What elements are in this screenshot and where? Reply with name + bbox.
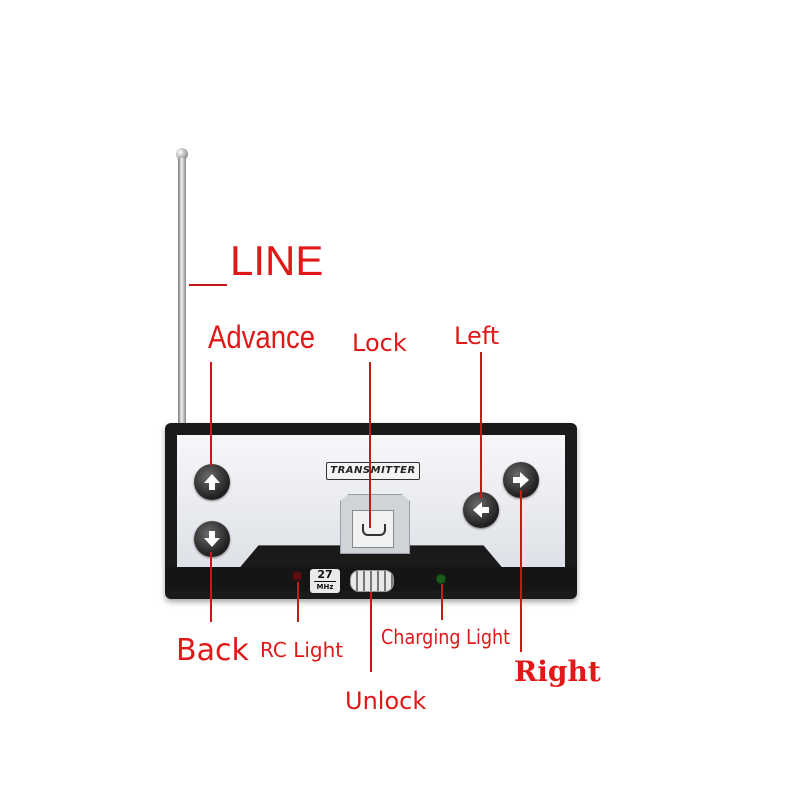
left-label: Left [454, 322, 500, 350]
left-leader [480, 352, 482, 498]
advance-leader [210, 362, 212, 466]
back-label: Back [176, 633, 249, 668]
right-leader [520, 490, 522, 652]
rc-light-leader [297, 582, 299, 622]
unlock-label: Unlock [345, 687, 427, 715]
arrow-up-icon [204, 474, 220, 490]
antenna-rod [178, 158, 186, 430]
transmitter-label: TRANSMITTER [326, 462, 420, 480]
lock-leader [369, 362, 371, 528]
transmitter-body [165, 423, 577, 599]
back-button[interactable] [194, 521, 230, 557]
frequency-unit: MHz [314, 581, 336, 592]
transmitter-label-text: TRANSMITTER [330, 465, 416, 476]
advance-label: Advance [208, 319, 316, 355]
right-label: Right [514, 655, 601, 688]
lock-switch-slider[interactable] [352, 510, 394, 548]
lock-label: Lock [352, 329, 407, 357]
frequency-badge: 27 MHz [310, 569, 340, 593]
charging-light-label: Charging Light [381, 625, 511, 649]
charging-light-leader [441, 584, 443, 620]
rc-light-led [293, 572, 301, 580]
arrow-down-icon [204, 531, 220, 547]
rc-light-label: RC Light [260, 638, 344, 662]
unlock-slider-ridges[interactable] [350, 570, 394, 592]
arrow-left-icon [473, 502, 489, 518]
line-leader-h [189, 284, 227, 286]
back-leader [210, 552, 212, 622]
antenna-tip [176, 148, 188, 160]
line-label: LINE [230, 237, 324, 284]
advance-button[interactable] [194, 464, 230, 500]
lock-switch-knob [362, 524, 386, 536]
frequency-number: 27 [317, 568, 333, 581]
arrow-right-icon [513, 472, 529, 488]
charging-light-led [437, 575, 445, 583]
unlock-leader [370, 592, 372, 672]
left-button[interactable] [463, 492, 499, 528]
